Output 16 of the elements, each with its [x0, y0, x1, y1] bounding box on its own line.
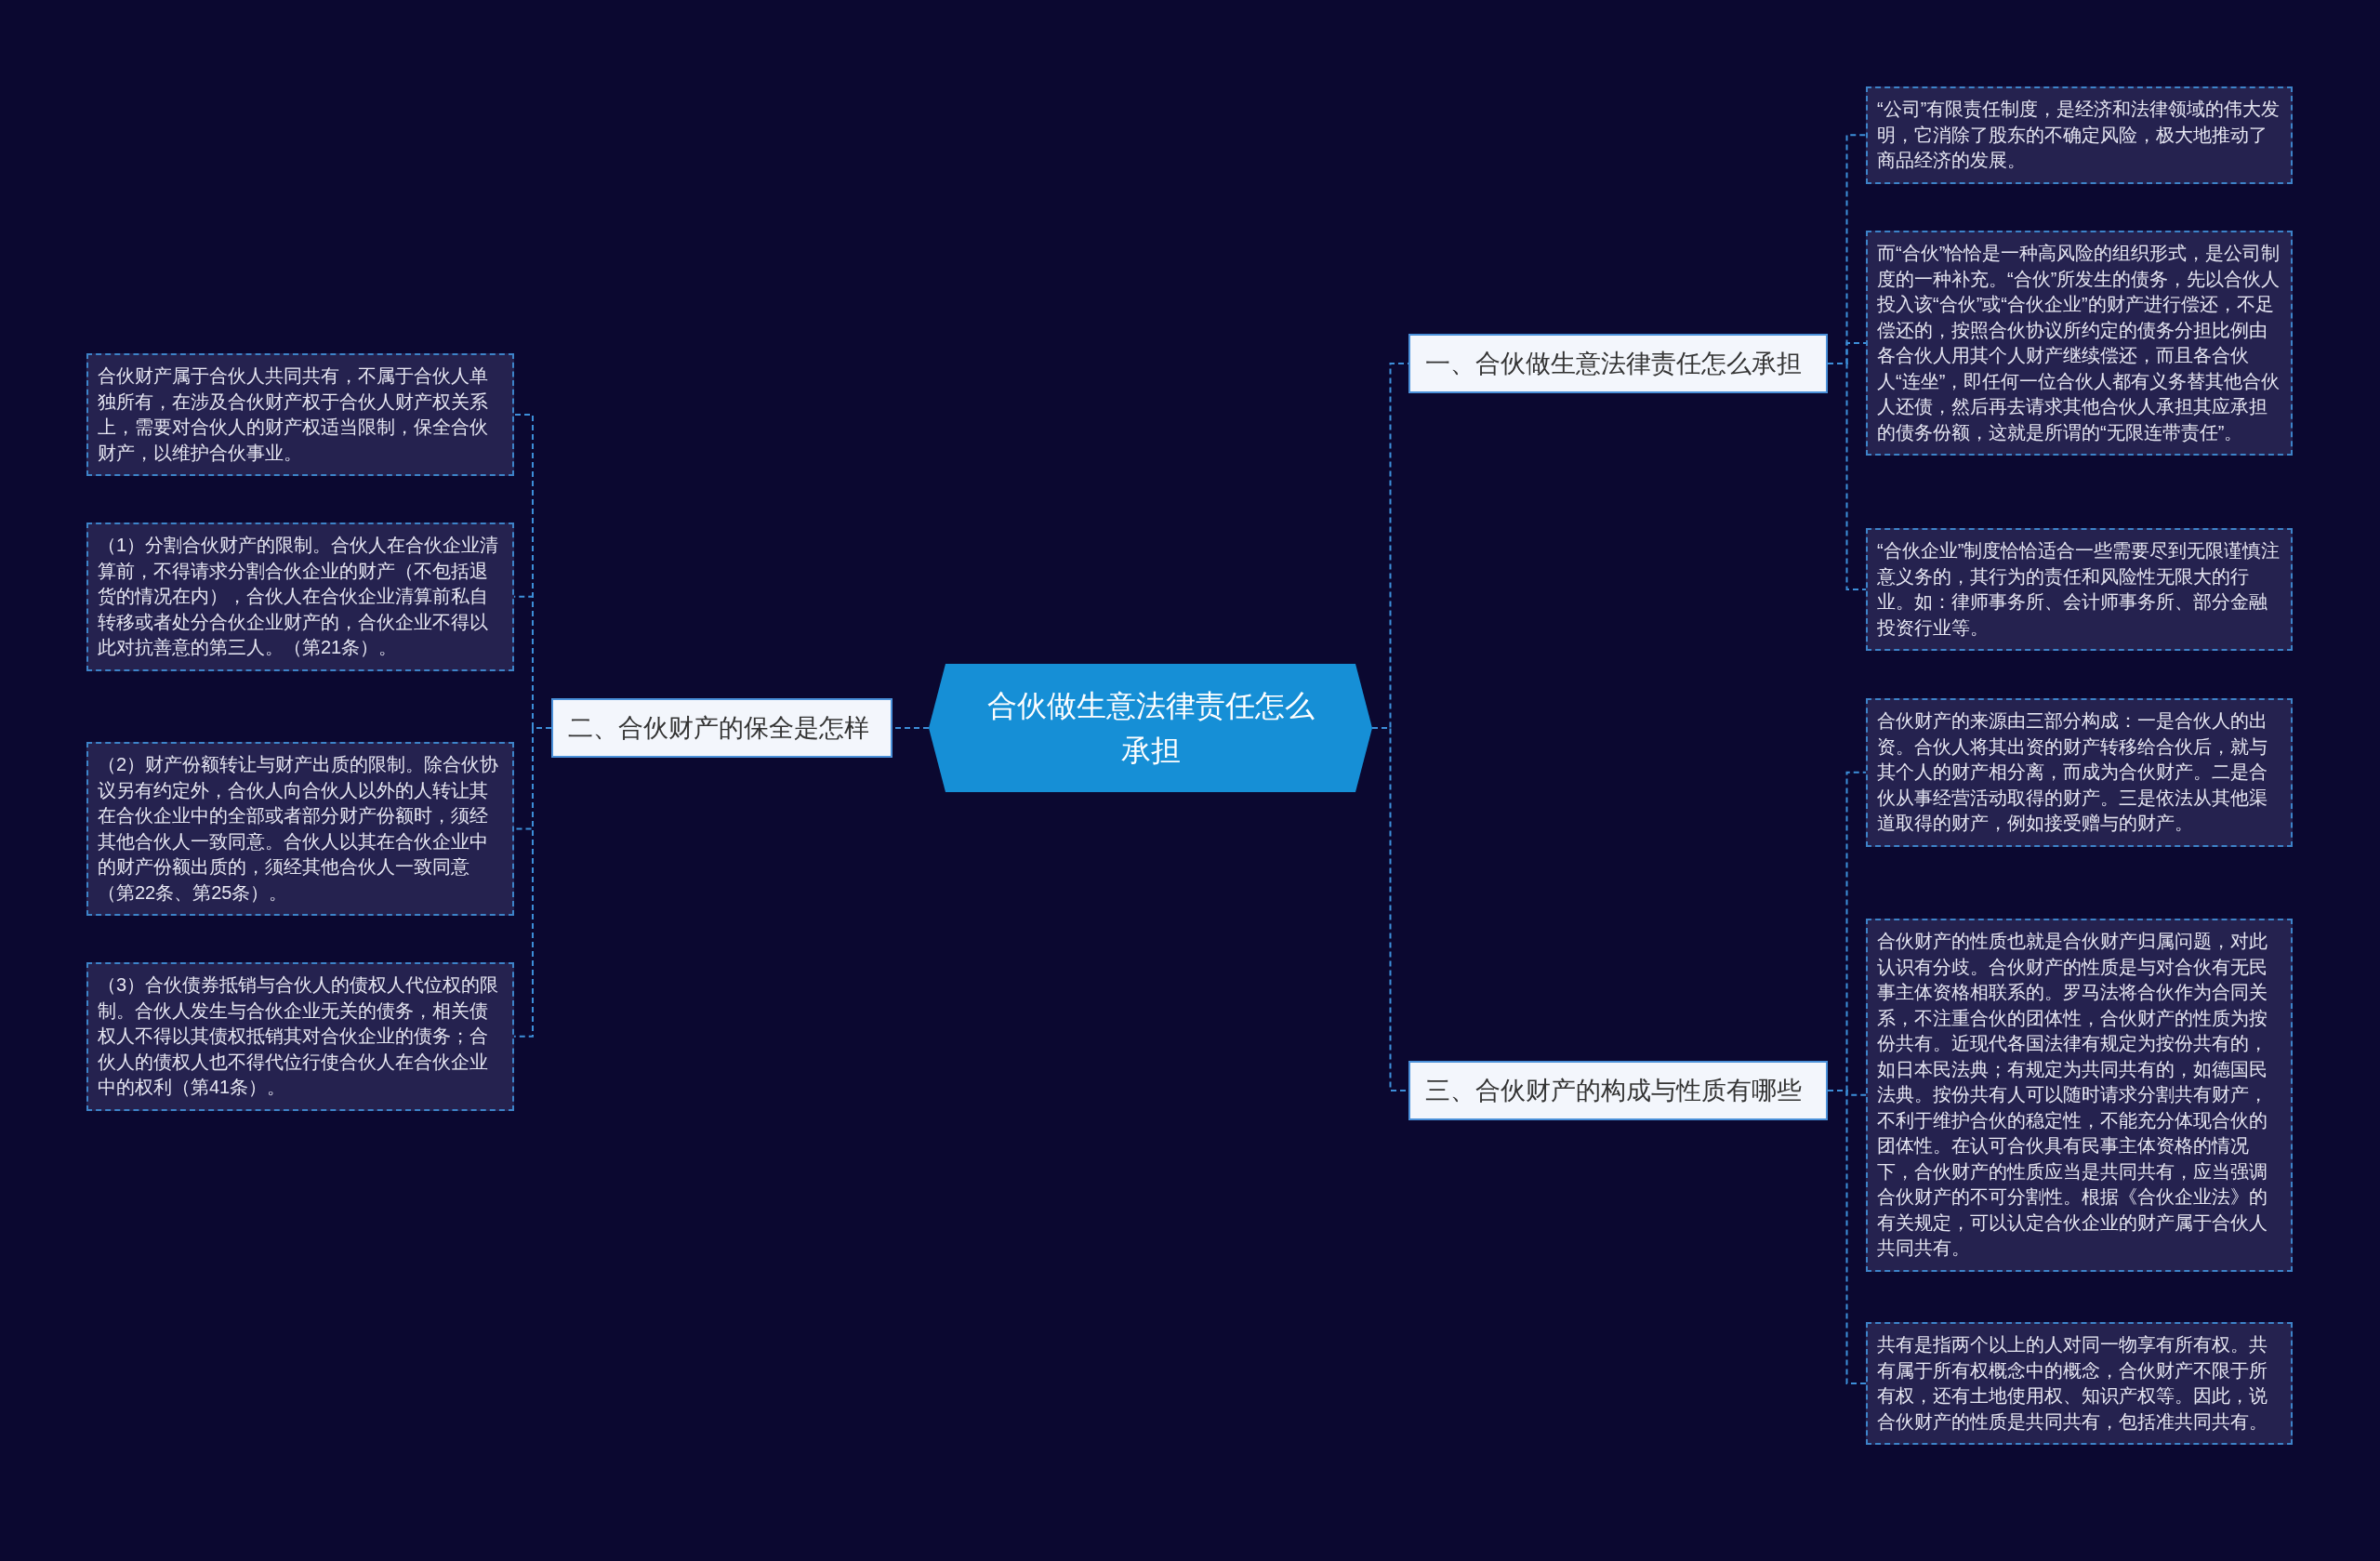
note-box: 共有是指两个以上的人对同一物享有所有权。共有属于所有权概念中的概念，合伙财产不限于所有权，还有土地使用权、知识产权等。因此，说合伙财产的性质是共同共有，包括准共同共有。 [1866, 1322, 2293, 1445]
topic-box: 一、合伙做生意法律责任怎么承担 [1408, 334, 1828, 393]
note-box: “合伙企业”制度恰恰适合一些需要尽到无限谨慎注意义务的，其行为的责任和风险性无限大的行业。如：律师事务所、会计师事务所、部分金融投资行业等。 [1866, 528, 2293, 651]
connector-line [1827, 363, 1867, 590]
note-box: （3）合伙债券抵销与合伙人的债权人代位权的限制。合伙人发生与合伙企业无关的债务，相关债权人不得以其债权抵销其对合伙企业的债务；合伙人的债权人也不得代位行使合伙人在合伙企业中的权利（第41条）。 [86, 962, 514, 1111]
topic-box: 二、合伙财产的保全是怎样 [551, 698, 892, 758]
note-box: “公司”有限责任制度，是经济和法律领域的伟大发明，它消除了股东的不确定风险，极大地推动了商品经济的发展。 [1866, 86, 2293, 184]
central-topic-hexagon: 合伙做生意法律责任怎么承担 [929, 664, 1372, 792]
note-box: （1）分割合伙财产的限制。合伙人在合伙企业清算前，不得请求分割合伙企业的财产（不包括退货的情况在内），合伙人在合伙企业清算前私自转移或者处分合伙企业财产的，合伙企业不得以此对抗善意的第三人。（第21条）。 [86, 523, 514, 671]
note-box: 而“合伙”恰恰是一种高风险的组织形式，是公司制度的一种补充。“合伙”所发生的债务，先以合伙人投入该“合伙”或“合伙企业”的财产进行偿还，不足偿还的，按照合伙协议所约定的债务分担比例由各合伙人用其个人财产继续偿还，而且各合伙人“连坐”，即任何一位合伙人都有义务替其他合伙人还债，然后再去请求其他合伙人承担其应承担的债务份额，这就是所谓的“无限连带责任”。 [1866, 231, 2293, 456]
note-box: （2）财产份额转让与财产出质的限制。除合伙协议另有约定外，合伙人向合伙人以外的人转让其在合伙企业中的全部或者部分财产份额时，须经其他合伙人一致同意。合伙人以其在合伙企业中的财产份额出质的，须经其他合伙人一致同意（第22条、第25条）。 [86, 742, 514, 916]
note-box: 合伙财产的来源由三部分构成：一是合伙人的出资。合伙人将其出资的财产转移给合伙后，就与其个人的财产相分离，而成为合伙财产。二是合伙从事经营活动取得的财产。三是依法从其他渠道取得的财产，例如接受赠与的财产。 [1866, 698, 2293, 847]
note-box: 合伙财产的性质也就是合伙财产归属问题，对此认识有分歧。合伙财产的性质是与对合伙有无民事主体资格相联系的。罗马法将合伙作为合同关系，不注重合伙的团体性，合伙财产的性质为按份共有。近现代各国法律有规定为按份共有的，如日本民法典；有规定为共同共有的，如德国民法典。按份共有人可以随时请求分割共有财产，不利于维护合伙的稳定性，不能充分体现合伙的团体性。在认可合伙具有民事主体资格的情况下，合伙财产的性质应当是共同共有，应当强调合伙财产的不可分割性。根据《合伙企业法》的有关规定，可以认定合伙企业的财产属于合伙人共同共有。 [1866, 919, 2293, 1272]
connector-line [1827, 1090, 1867, 1384]
note-box: 合伙财产属于合伙人共同共有，不属于合伙人单独所有，在涉及合伙财产权于合伙人财产权关系上，需要对合伙人的财产权适当限制，保全合伙财产，以维护合伙事业。 [86, 353, 514, 476]
topic-box: 三、合伙财产的构成与性质有哪些 [1408, 1061, 1828, 1120]
